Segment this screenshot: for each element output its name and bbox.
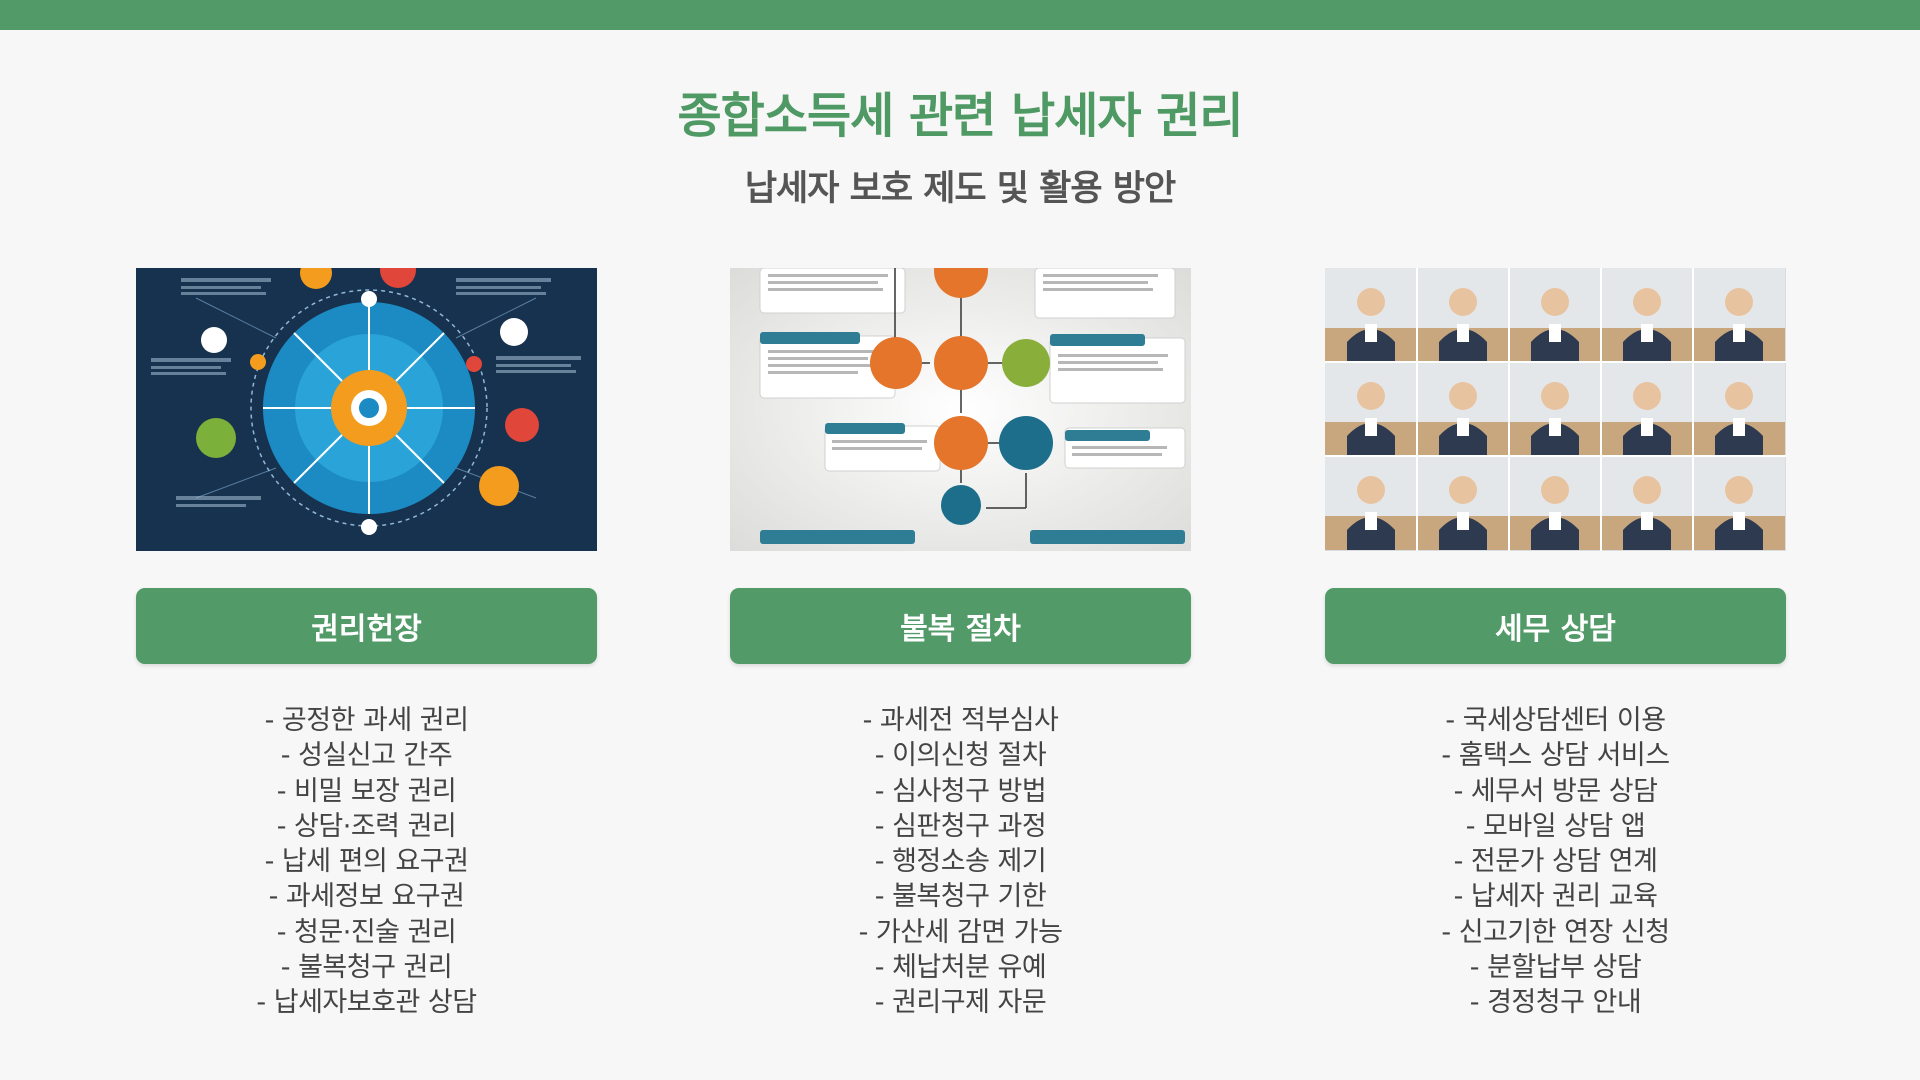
list-item: - 상담·조력 권리 bbox=[276, 810, 457, 842]
heading-appeal-procedure: 불복 절차 bbox=[730, 588, 1191, 664]
page-title: 종합소득세 관련 납세자 권리 bbox=[677, 88, 1243, 144]
heading-tax-consultation: 세무 상담 bbox=[1325, 588, 1786, 664]
list-item: - 과세전 적부심사 bbox=[862, 705, 1059, 736]
consultants-photo-grid-icon bbox=[1325, 268, 1786, 551]
list-item: - 심사청구 방법 bbox=[874, 775, 1047, 807]
list-item: - 체납처분 유예 bbox=[874, 952, 1047, 984]
list-item: - 공정한 과세 권리 bbox=[264, 705, 469, 736]
list-item: - 납세자 권리 교육 bbox=[1453, 881, 1658, 913]
list-item: - 행정소송 제기 bbox=[874, 846, 1047, 878]
list-item: - 모바일 상담 앱 bbox=[1465, 810, 1646, 842]
list-item: - 납세자보호관 상담 bbox=[256, 987, 477, 1019]
list-item: - 이의신청 절차 bbox=[874, 740, 1047, 772]
list-item: - 불복청구 기한 bbox=[874, 881, 1047, 913]
list-item: - 국세상담센터 이용 bbox=[1445, 705, 1666, 736]
appeal-flowchart-icon bbox=[730, 268, 1191, 551]
list-item: - 전문가 상담 연계 bbox=[1453, 846, 1658, 878]
list-item: - 납세 편의 요구권 bbox=[264, 846, 469, 878]
list-item: - 분할납부 상담 bbox=[1469, 952, 1642, 984]
list-item: - 신고기한 연장 신청 bbox=[1441, 916, 1670, 948]
list-item: - 권리구제 자문 bbox=[874, 987, 1047, 1019]
page-subtitle: 납세자 보호 제도 및 활용 방안 bbox=[744, 169, 1176, 209]
column-appeal-procedure: 불복 절차 - 과세전 적부심사 - 이의신청 절차 - 심사청구 방법 - 심… bbox=[730, 268, 1191, 1021]
list-rights-charter: - 공정한 과세 권리 - 성실신고 간주 - 비밀 보장 권리 - 상담·조력… bbox=[136, 703, 597, 1021]
list-item: - 가산세 감면 가능 bbox=[858, 916, 1063, 948]
heading-rights-charter: 권리헌장 bbox=[136, 588, 597, 664]
list-item: - 청문·진술 권리 bbox=[276, 916, 457, 948]
list-item: - 비밀 보장 권리 bbox=[276, 775, 457, 807]
top-accent-bar bbox=[0, 0, 1920, 30]
list-item: - 성실신고 간주 bbox=[280, 740, 453, 772]
list-item: - 경정청구 안내 bbox=[1469, 987, 1642, 1019]
list-item: - 과세정보 요구권 bbox=[268, 881, 465, 913]
rights-circle-infographic-icon bbox=[136, 268, 597, 551]
list-item: - 세무서 방문 상담 bbox=[1453, 775, 1658, 807]
column-rights-charter: 권리헌장 - 공정한 과세 권리 - 성실신고 간주 - 비밀 보장 권리 - … bbox=[136, 268, 597, 1021]
list-appeal-procedure: - 과세전 적부심사 - 이의신청 절차 - 심사청구 방법 - 심판청구 과정… bbox=[730, 703, 1191, 1021]
list-item: - 심판청구 과정 bbox=[874, 810, 1047, 842]
list-tax-consultation: - 국세상담센터 이용 - 홈택스 상담 서비스 - 세무서 방문 상담 - 모… bbox=[1325, 703, 1786, 1021]
column-tax-consultation: 세무 상담 - 국세상담센터 이용 - 홈택스 상담 서비스 - 세무서 방문 … bbox=[1325, 268, 1786, 1021]
list-item: - 홈택스 상담 서비스 bbox=[1441, 740, 1670, 772]
list-item: - 불복청구 권리 bbox=[280, 952, 453, 984]
